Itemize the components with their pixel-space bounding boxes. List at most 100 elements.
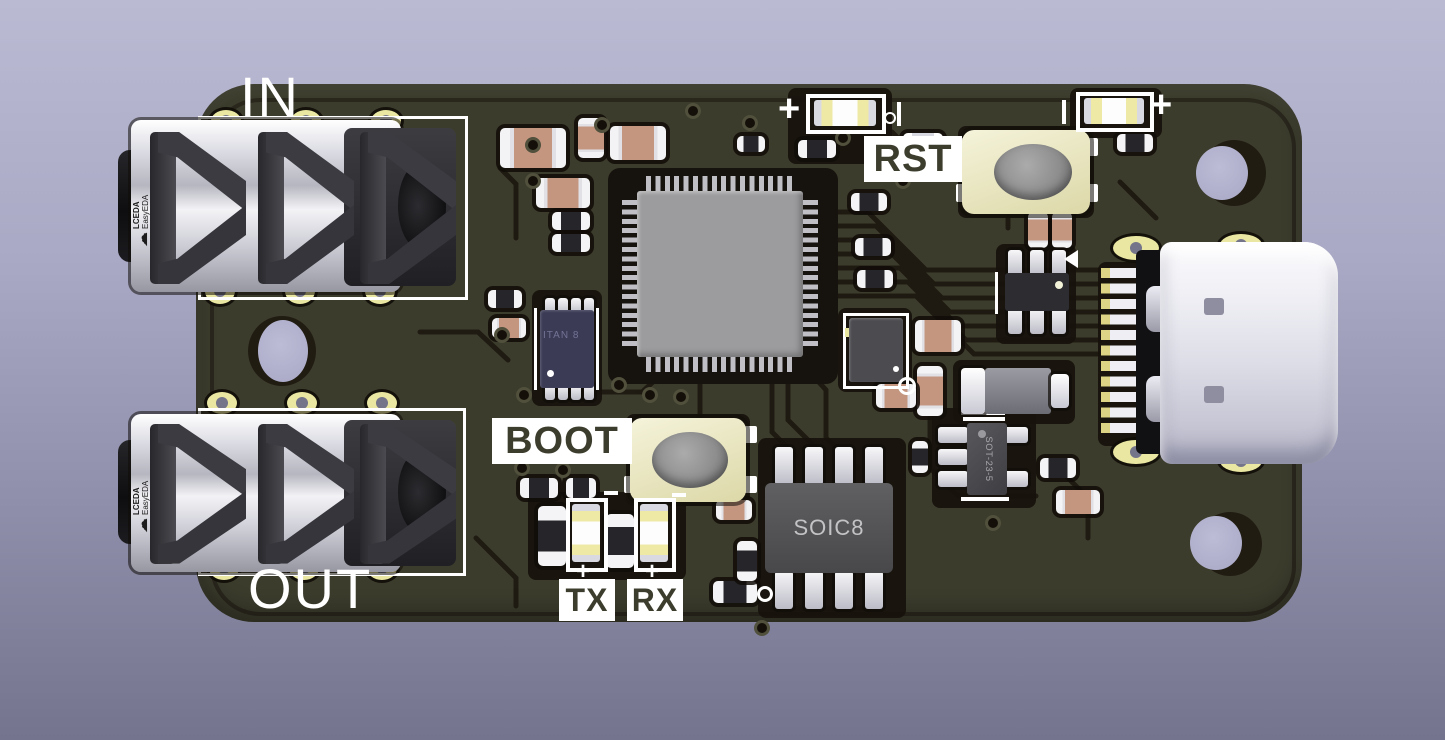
soic8-ic: SOIC8 [765, 483, 893, 573]
via [676, 392, 686, 402]
ic-pins-bottom [646, 356, 796, 372]
cloud-icon: ☁ [133, 232, 151, 247]
resistor [1117, 134, 1153, 152]
resistor [912, 441, 928, 473]
via [519, 390, 529, 400]
led-outline [566, 498, 608, 572]
resistor [488, 290, 522, 308]
pin1-dot [893, 366, 899, 372]
jack-clip [150, 424, 250, 564]
led-outline [634, 498, 676, 572]
ic-pin [835, 447, 853, 485]
silk-line [963, 417, 1005, 421]
sot23-6-ic [1005, 273, 1069, 311]
resistor [737, 136, 765, 152]
capacitor [1052, 212, 1072, 248]
usb-shell-tab [1204, 386, 1224, 403]
led-outline [1076, 92, 1154, 132]
ic-pin [545, 298, 555, 314]
silk-circle [898, 377, 916, 395]
via [745, 118, 755, 128]
plus-mark: + [778, 88, 801, 130]
diode-body [985, 368, 1051, 414]
via [688, 106, 698, 116]
ic-pin [865, 447, 883, 485]
sot23-5-ic [967, 423, 1007, 495]
resistor [798, 140, 836, 158]
plus-mark: + [576, 558, 591, 585]
via [517, 463, 527, 473]
minus-mark [604, 491, 618, 495]
polarity-triangle [1064, 250, 1078, 268]
ic-pin [545, 384, 555, 400]
resistor [1040, 458, 1076, 478]
ic-pin [1052, 308, 1066, 334]
ic-pin [835, 571, 853, 609]
ic-pins-top [646, 176, 796, 192]
silk-line [596, 308, 599, 390]
resistor [855, 238, 891, 256]
pin1-dot [1055, 281, 1063, 289]
resistor [538, 506, 566, 566]
resistor [857, 270, 893, 288]
mounting-hole [258, 320, 308, 382]
boot-label: BOOT [492, 418, 632, 464]
jack-clip [150, 132, 250, 284]
pad-tick [845, 328, 849, 337]
capacitor [716, 500, 752, 520]
button-flange [744, 476, 757, 493]
ic-pin [1004, 471, 1028, 487]
rst-label: RST [864, 136, 962, 182]
minus-mark [672, 493, 686, 497]
ic-pin [571, 384, 581, 400]
via [838, 133, 848, 143]
qfn-ic [849, 318, 903, 382]
via [988, 518, 998, 528]
in-label: IN [240, 65, 300, 128]
button-plunger [652, 432, 728, 488]
soic8-label: SOIC8 [793, 515, 865, 540]
capacitor [1056, 490, 1100, 514]
usb-shell-tab [1204, 298, 1224, 315]
capacitor [536, 178, 590, 208]
button-flange [744, 426, 757, 443]
ic-pin [775, 571, 793, 609]
boot-text: BOOT [505, 419, 619, 462]
via [528, 140, 538, 150]
jack-clip [360, 424, 460, 564]
ic-pin [938, 449, 968, 465]
qfn-silk-outline [843, 313, 909, 389]
brand-line2: EasyEDA [141, 480, 150, 515]
resistor [851, 193, 887, 211]
ic-pin [1052, 250, 1066, 276]
ic-pin [775, 447, 793, 485]
plus-mark: + [1150, 84, 1173, 126]
resistor [552, 234, 590, 252]
out-label: OUT [248, 557, 373, 620]
via [597, 120, 607, 130]
led [1084, 98, 1144, 124]
rx-text: RX [631, 581, 679, 618]
via [757, 623, 767, 633]
ic-pin [1004, 427, 1028, 443]
rx-led [640, 504, 668, 562]
rx-label: RX [627, 579, 683, 621]
usb-shell [1160, 242, 1338, 464]
brand-line2: EasyEDA [141, 194, 150, 229]
resistor [713, 581, 757, 603]
regulator-marking: ITAN 8 [543, 330, 580, 341]
usb-pins [1110, 268, 1140, 438]
ic-pin [805, 447, 823, 485]
resistor [552, 212, 590, 230]
rst-text: RST [873, 137, 953, 180]
ic-pin [865, 571, 883, 609]
silk-line [995, 272, 998, 314]
diode-terminal [961, 368, 985, 414]
ic-pin [1030, 308, 1044, 334]
mounting-hole [1196, 146, 1248, 200]
tx-label: TX [559, 579, 615, 621]
resistor [520, 478, 558, 498]
pin1-dot [978, 430, 986, 438]
